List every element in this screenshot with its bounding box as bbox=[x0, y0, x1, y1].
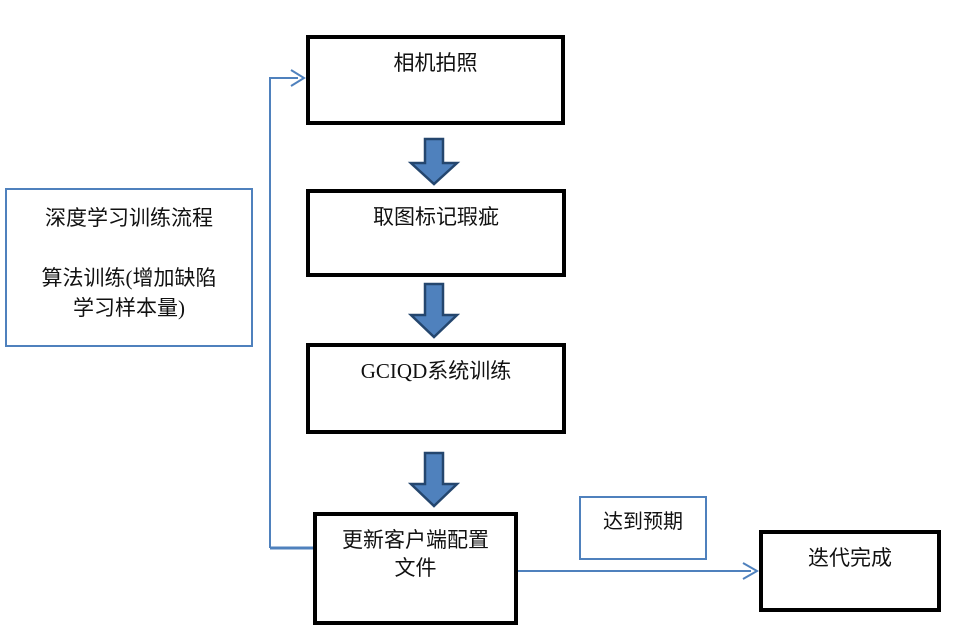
flow-step-iteration-complete: 迭代完成 bbox=[759, 530, 941, 612]
flow-step-camera-capture: 相机拍照 bbox=[306, 35, 565, 125]
note-body-line1: 算法训练(增加缺陷 bbox=[41, 266, 217, 290]
down-block-arrow-icon-3 bbox=[407, 451, 461, 508]
flow-step-label: 相机拍照 bbox=[393, 51, 478, 75]
note-title: 深度学习训练流程 bbox=[45, 206, 213, 230]
branch-condition-box: 达到预期 bbox=[579, 496, 707, 560]
result-arrow-arrowhead-icon bbox=[742, 562, 760, 580]
flow-step-label: 取图标记瑕疵 bbox=[373, 205, 499, 229]
note-body-line2: 学习样本量) bbox=[73, 296, 185, 320]
feedback-connector-arrowhead-icon bbox=[290, 69, 306, 87]
flow-step-label-line2: 文件 bbox=[394, 556, 437, 580]
flow-step-label: 迭代完成 bbox=[808, 546, 892, 570]
process-note-box: 深度学习训练流程 算法训练(增加缺陷 学习样本量) bbox=[5, 188, 253, 347]
flow-step-mark-defects: 取图标记瑕疵 bbox=[306, 189, 566, 277]
down-block-arrow-icon-2 bbox=[407, 282, 461, 339]
branch-condition-label: 达到预期 bbox=[603, 511, 683, 533]
flow-step-gciqd-training: GCIQD系统训练 bbox=[306, 343, 566, 434]
down-block-arrow-icon-1 bbox=[407, 137, 461, 186]
feedback-connector-line bbox=[269, 77, 298, 548]
flow-step-label: GCIQD系统训练 bbox=[360, 359, 512, 383]
flow-step-update-config: 更新客户端配置 文件 bbox=[313, 512, 518, 625]
flow-step-label-line1: 更新客户端配置 bbox=[342, 528, 489, 552]
